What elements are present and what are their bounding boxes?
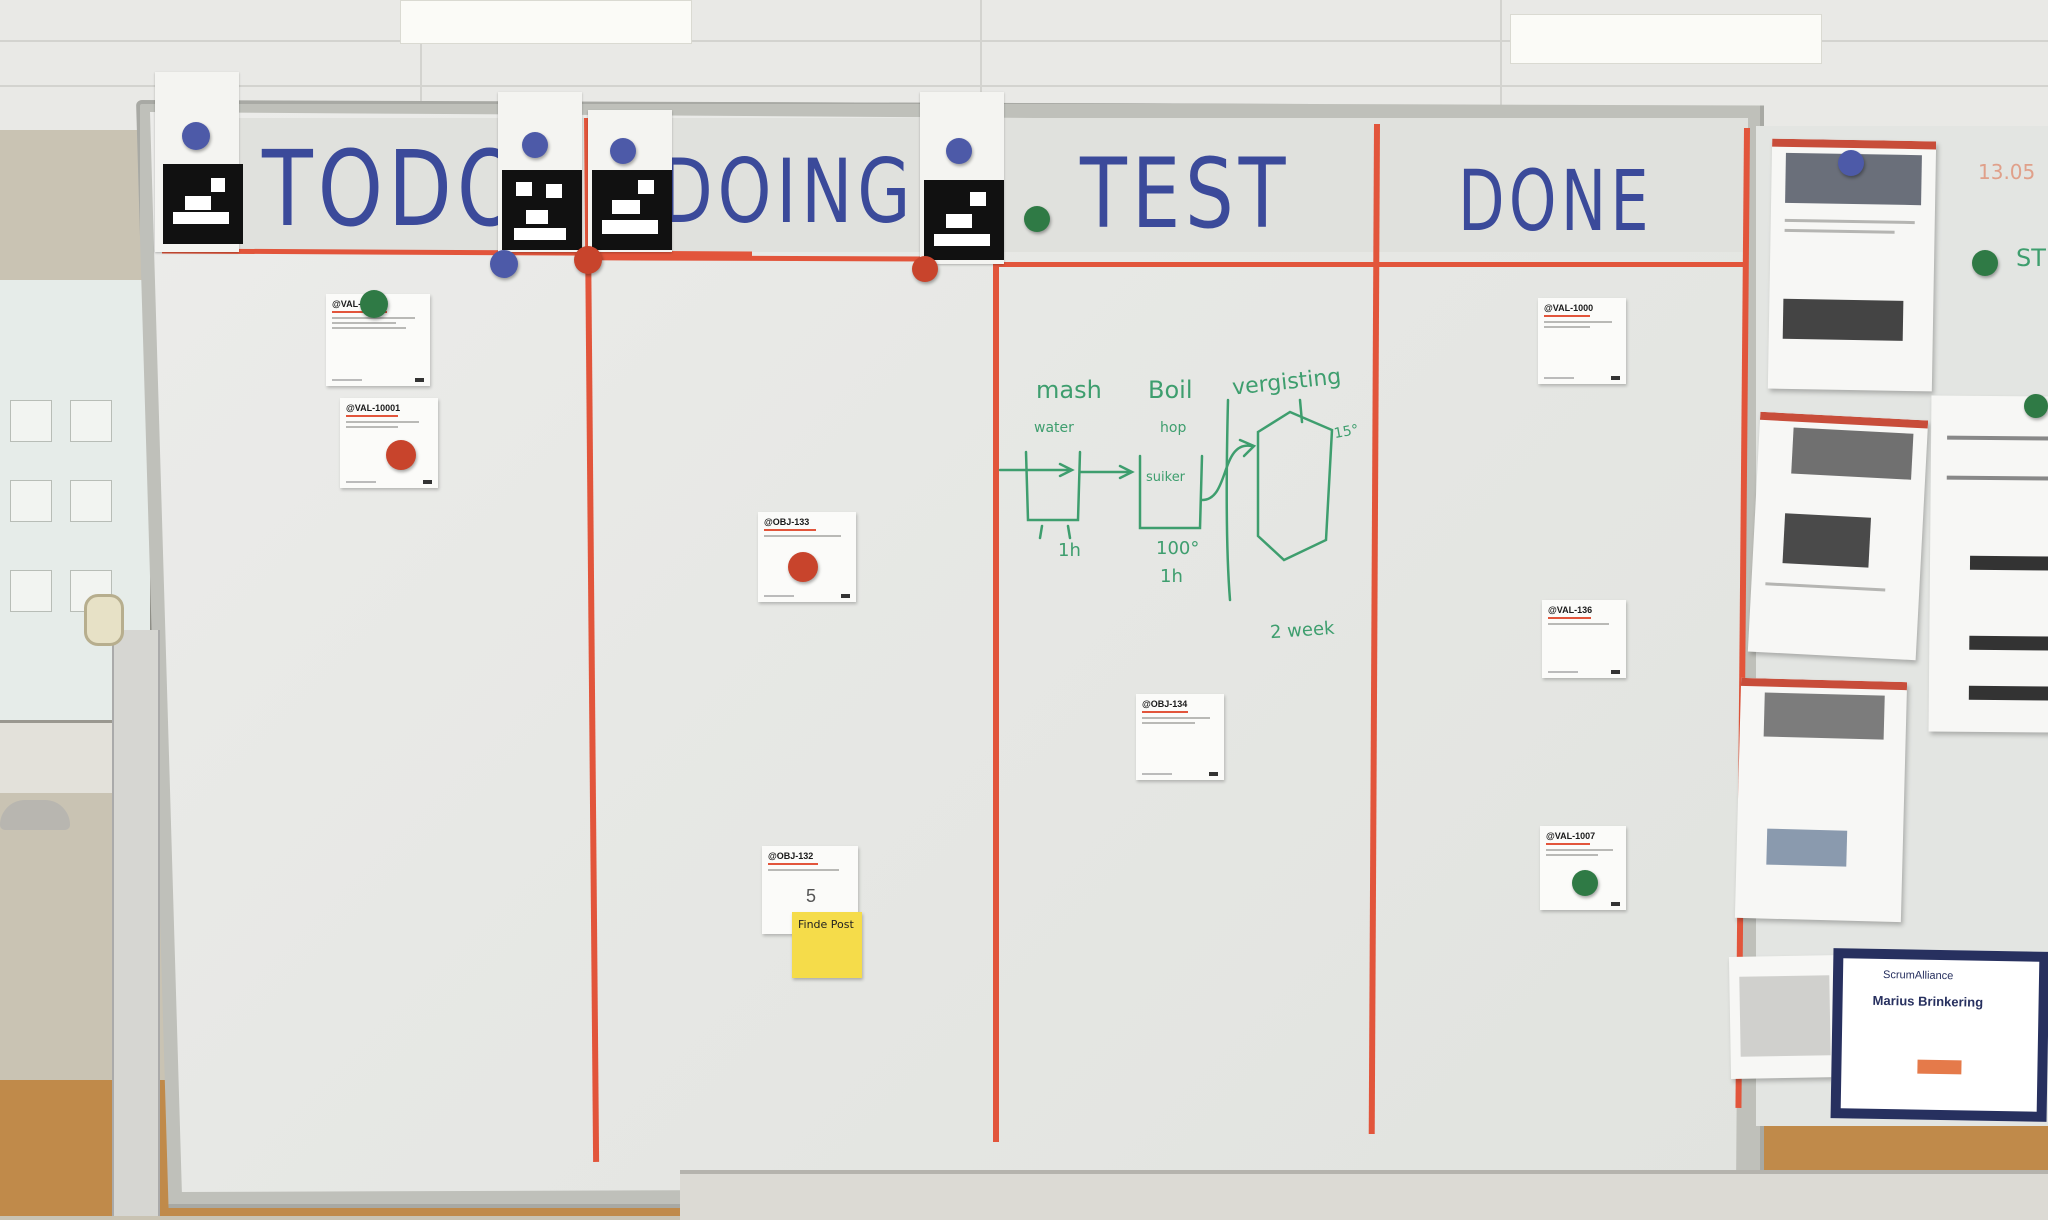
aruco-marker-card xyxy=(155,72,243,252)
red-magnet[interactable] xyxy=(912,256,938,282)
ceiling-light xyxy=(1510,14,1822,64)
card-id: @VAL-1000 xyxy=(332,299,382,309)
printout-sheet xyxy=(1767,138,1937,392)
task-card[interactable]: @VAL-136 xyxy=(1542,600,1626,678)
sketch-label-mash: mash xyxy=(1036,376,1102,404)
aruco-marker xyxy=(592,170,672,250)
aruco-marker-card xyxy=(920,92,1004,264)
card-estimate: 5 xyxy=(806,886,817,906)
column-divider-tape xyxy=(993,120,999,1142)
sketch-arrow xyxy=(1298,398,1304,424)
certificate-name: Marius Brinkering xyxy=(1872,992,1984,1010)
blue-magnet[interactable] xyxy=(610,138,636,164)
sticky-note[interactable]: Finde Post xyxy=(792,912,862,978)
certificate-org: ScrumAlliance xyxy=(1882,968,1954,983)
printout-sheet xyxy=(1747,411,1929,661)
green-magnet[interactable] xyxy=(360,290,388,318)
ceiling-light xyxy=(400,0,692,44)
card-id: @OBJ-133 xyxy=(764,517,810,527)
window-pane xyxy=(10,400,52,442)
card-id: @VAL-136 xyxy=(1548,605,1593,615)
green-magnet[interactable] xyxy=(1972,250,1998,276)
blue-magnet[interactable] xyxy=(1838,150,1864,176)
tape-roll xyxy=(84,594,124,646)
green-magnet[interactable] xyxy=(2024,394,2048,418)
blue-magnet[interactable] xyxy=(182,122,210,150)
schedule-sheet xyxy=(1928,395,2048,733)
blue-magnet[interactable] xyxy=(490,250,518,278)
sketch-fermenter xyxy=(1256,410,1334,562)
task-card[interactable]: @OBJ-134 xyxy=(1136,694,1224,780)
sketch-mash-tun xyxy=(1024,450,1082,522)
card-id: @VAL-1007 xyxy=(1546,831,1596,841)
column-title-todo: TODO xyxy=(262,128,528,250)
sketch-arrow xyxy=(1118,464,1135,480)
blue-magnet[interactable] xyxy=(522,132,548,158)
office-chair xyxy=(0,800,70,830)
ceiling-tile-line xyxy=(0,85,2048,87)
card-id: @OBJ-134 xyxy=(1142,699,1188,709)
column-title-done: DONE xyxy=(1458,152,1653,250)
card-id: @VAL-1000 xyxy=(1544,303,1594,313)
side-board-date: 13.05 xyxy=(1978,160,2036,184)
window-pane xyxy=(10,570,52,612)
task-card[interactable]: @VAL-1000 xyxy=(1538,298,1626,384)
side-board-note: ST xyxy=(2016,244,2046,272)
window-pane xyxy=(70,400,112,442)
whiteboard-surface xyxy=(150,112,1744,1192)
card-id: @VAL-10001 xyxy=(346,403,401,413)
red-magnet[interactable] xyxy=(788,552,818,582)
sketch-arrow xyxy=(1058,462,1075,478)
brewing-process-sketch xyxy=(998,398,1334,602)
cartoon-sheet xyxy=(1728,955,1844,1079)
aruco-marker-card xyxy=(588,110,672,252)
whiteboard-stand xyxy=(112,630,160,1216)
sketch-label-temperature: 100° xyxy=(1156,538,1200,559)
sketch-transfer xyxy=(1200,444,1254,502)
sketch-divider xyxy=(1225,398,1232,602)
sketch-label-time: 1h xyxy=(1058,540,1081,561)
window-pane xyxy=(10,480,52,522)
ceiling-tile-line xyxy=(420,0,422,130)
aruco-marker-card xyxy=(498,92,582,252)
column-title-doing: DOING xyxy=(660,140,916,243)
green-magnet[interactable] xyxy=(1572,870,1598,896)
sketch-label-duration: 2 week xyxy=(1269,617,1336,644)
desk-partition xyxy=(680,1170,2048,1220)
aruco-marker xyxy=(163,164,243,244)
certificate-seal xyxy=(1917,1059,1962,1075)
sketch-label-hop: hop xyxy=(1160,420,1187,436)
header-divider-tape xyxy=(996,262,1746,267)
window-pane xyxy=(70,480,112,522)
sketch-arrow xyxy=(1238,438,1257,458)
blue-magnet[interactable] xyxy=(946,138,972,164)
aruco-marker xyxy=(924,180,1004,260)
red-magnet[interactable] xyxy=(386,440,416,470)
sketch-label-suiker: suiker xyxy=(1146,470,1186,485)
ceiling-tile-line xyxy=(0,40,2048,42)
green-magnet[interactable] xyxy=(1024,206,1050,232)
task-card[interactable]: @VAL-10001 xyxy=(340,398,438,488)
scrum-certificate: ScrumAlliance Marius Brinkering xyxy=(1830,948,2048,1122)
printout-sheet xyxy=(1734,677,1908,923)
window xyxy=(0,280,156,720)
column-title-test: TEST xyxy=(1080,138,1291,250)
sketch-boil-kettle xyxy=(1138,454,1204,530)
red-magnet[interactable] xyxy=(574,246,602,274)
sketch-label-time: 1h xyxy=(1160,566,1183,587)
task-card[interactable]: @VAL-1007 xyxy=(1540,826,1626,910)
sketch-label-boil: Boil xyxy=(1148,376,1193,404)
sketch-label-water: water xyxy=(1034,420,1074,436)
ceiling-tile-line xyxy=(1500,0,1502,130)
aruco-marker xyxy=(502,170,582,250)
ceiling-tile-line xyxy=(980,0,982,130)
card-id: @OBJ-132 xyxy=(768,851,814,861)
